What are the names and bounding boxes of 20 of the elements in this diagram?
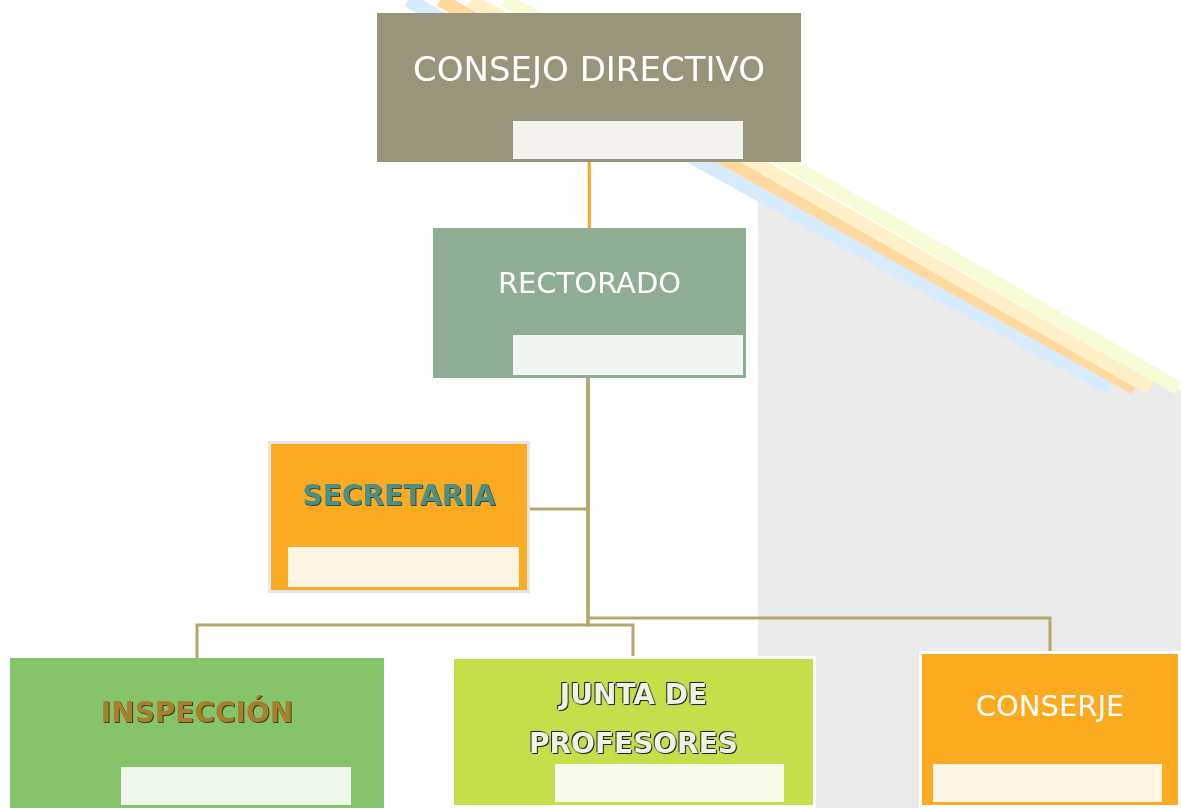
org-box [433, 228, 746, 378]
connector-line [586, 378, 1052, 651]
name-plate [552, 761, 787, 805]
name-plate [510, 332, 746, 378]
connector-line [587, 162, 591, 228]
org-box [451, 656, 816, 808]
name-plate [930, 761, 1165, 805]
box-title: SECRETARIA [302, 479, 496, 513]
box-title: JUNTA DE PROFESORES [528, 677, 739, 762]
org-box [10, 658, 384, 808]
box-title: INSPECCIÓN [100, 696, 294, 730]
org-box [919, 651, 1181, 808]
box-title: CONSERJE [975, 689, 1125, 724]
name-plate [285, 544, 522, 590]
org-box [377, 13, 801, 162]
org-box [268, 441, 530, 593]
name-plate [118, 764, 354, 808]
box-title: RECTORADO [497, 266, 682, 301]
box-title: CONSEJO DIRECTIVO [413, 49, 765, 90]
name-plate [510, 118, 746, 162]
